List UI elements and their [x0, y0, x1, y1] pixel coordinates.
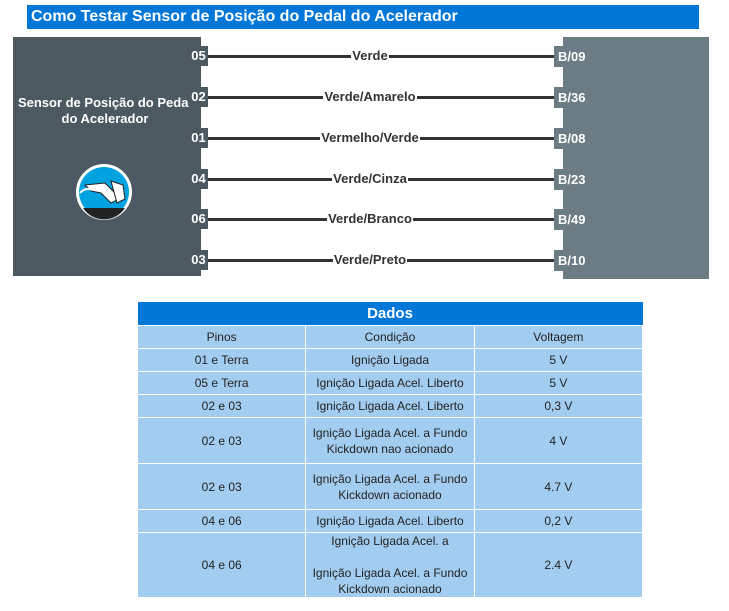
sensor-name: Sensor de Posição do Pedal do Acelerador — [17, 95, 193, 126]
sensor-pin: 03 — [189, 250, 208, 270]
cell-condicao: Ignição Ligada Acel. Liberto — [305, 509, 475, 533]
header-voltagem: Voltagem — [473, 325, 644, 349]
cell-pinos: 04 e 06 — [136, 509, 307, 533]
cell-condicao: Ignição Ligada Acel. Liberto — [305, 394, 475, 418]
wire-color-label: Verde/Preto — [280, 252, 460, 268]
ecu-pin: B/36 — [554, 87, 594, 108]
header-condicao: Condição — [305, 325, 475, 349]
cell-pinos: 02 e 03 — [136, 394, 307, 418]
cell-pinos: 02 e 03 — [136, 417, 307, 464]
sensor-pin: 04 — [189, 169, 208, 189]
wire-color: Verde/Cinza — [332, 171, 408, 186]
sensor-pin: 05 — [189, 46, 208, 66]
ecu-pin: B/08 — [554, 128, 594, 149]
cell-pinos: 01 e Terra — [136, 348, 307, 372]
wire-color-label: Verde — [280, 48, 460, 64]
ecu-box — [563, 37, 709, 279]
wire-color-label: Verde/Amarelo — [280, 89, 460, 105]
cell-voltagem: 5 V — [473, 348, 644, 372]
cell-condicao: Ignição Ligada Acel. a Fundo Kickdown na… — [305, 417, 475, 464]
cell-voltagem: 5 V — [473, 371, 644, 395]
cell-condicao: Ignição Ligada Acel. a Fundo Kickdown ac… — [305, 463, 475, 510]
ecu-pin: B/49 — [554, 209, 594, 230]
wire-color-label: Vermelho/Verde — [280, 130, 460, 146]
header-pinos: Pinos — [136, 325, 307, 349]
ecu-pin: B/23 — [554, 169, 594, 190]
cell-pinos: 04 e 06 — [136, 532, 307, 598]
page-title: Como Testar Sensor de Posição do Pedal d… — [27, 5, 699, 29]
cell-voltagem: 4 V — [473, 417, 644, 464]
wire-color: Verde/Preto — [332, 252, 408, 267]
sensor-pin: 01 — [189, 128, 208, 148]
sensor-pin: 06 — [189, 209, 208, 229]
cell-voltagem: 4.7 V — [473, 463, 644, 510]
cell-voltagem: 0,2 V — [473, 509, 644, 533]
wire-color: Verde/Amarelo — [323, 89, 417, 104]
table-title: Dados — [137, 302, 643, 326]
sensor-pin: 02 — [189, 87, 208, 107]
sensor-box — [13, 37, 201, 276]
cell-condicao: Ignição Ligada — [305, 348, 475, 372]
wire-color-label: Verde/Cinza — [280, 171, 460, 187]
wire-color-label: Verde/Branco — [280, 211, 460, 227]
cell-voltagem: 0,3 V — [473, 394, 644, 418]
ecu-pin: B/09 — [554, 46, 594, 67]
accelerator-pedal-icon — [76, 164, 132, 220]
wire-color: Verde/Branco — [327, 211, 413, 226]
data-table: Dados Pinos Condição Voltagem 01 e Terra… — [136, 302, 644, 598]
ecu-pin: B/10 — [554, 250, 594, 271]
cell-voltagem: 2.4 V — [473, 532, 644, 598]
cell-pinos: 02 e 03 — [136, 463, 307, 510]
wire-color: Vermelho/Verde — [320, 130, 420, 145]
cell-pinos: 05 e Terra — [136, 371, 307, 395]
cell-condicao: Ignição Ligada Acel. a Ignição Ligada Ac… — [305, 532, 475, 598]
wire-color: Verde — [351, 48, 389, 63]
cell-condicao: Ignição Ligada Acel. Liberto — [305, 371, 475, 395]
